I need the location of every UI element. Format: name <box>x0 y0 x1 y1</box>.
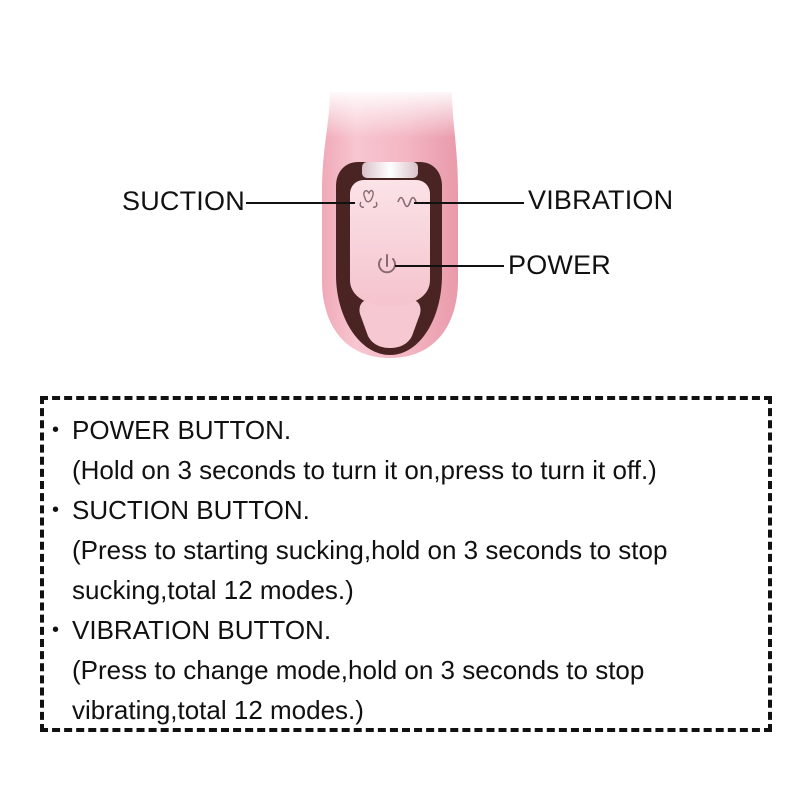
device-top-fade <box>320 88 462 138</box>
instruction-title: POWER BUTTON. <box>72 415 292 445</box>
suction-label: SUCTION <box>122 186 245 216</box>
instructions-box: • POWER BUTTON. (Hold on 3 seconds to tu… <box>40 396 772 732</box>
instruction-vibration: • VIBRATION BUTTON. (Press to change mod… <box>52 610 752 730</box>
instruction-suction: • SUCTION BUTTON. (Press to starting suc… <box>52 490 752 610</box>
bullet-icon: • <box>52 499 60 521</box>
device-lower-slot <box>359 300 421 348</box>
bullet-icon: • <box>52 419 60 441</box>
instruction-description: (Hold on 3 seconds to turn it on,press t… <box>72 455 657 485</box>
instruction-title: SUCTION BUTTON. <box>72 495 310 525</box>
device-cap <box>362 162 418 178</box>
power-label: POWER <box>508 250 612 280</box>
bullet-icon: • <box>52 619 60 641</box>
instruction-description: (Press to starting sucking,hold on 3 sec… <box>72 535 668 605</box>
instructions-list: • POWER BUTTON. (Hold on 3 seconds to tu… <box>52 410 752 730</box>
vibration-wave-icon[interactable] <box>397 196 417 208</box>
control-panel <box>350 180 430 306</box>
vibration-label: VIBRATION <box>528 185 674 215</box>
product-illustration <box>246 88 524 358</box>
instruction-description: (Press to change mode,hold on 3 seconds … <box>72 655 645 725</box>
power-icon[interactable] <box>378 254 396 274</box>
instruction-title: VIBRATION BUTTON. <box>72 615 332 645</box>
instruction-power: • POWER BUTTON. (Hold on 3 seconds to tu… <box>52 410 752 490</box>
suction-icon[interactable] <box>359 189 378 208</box>
